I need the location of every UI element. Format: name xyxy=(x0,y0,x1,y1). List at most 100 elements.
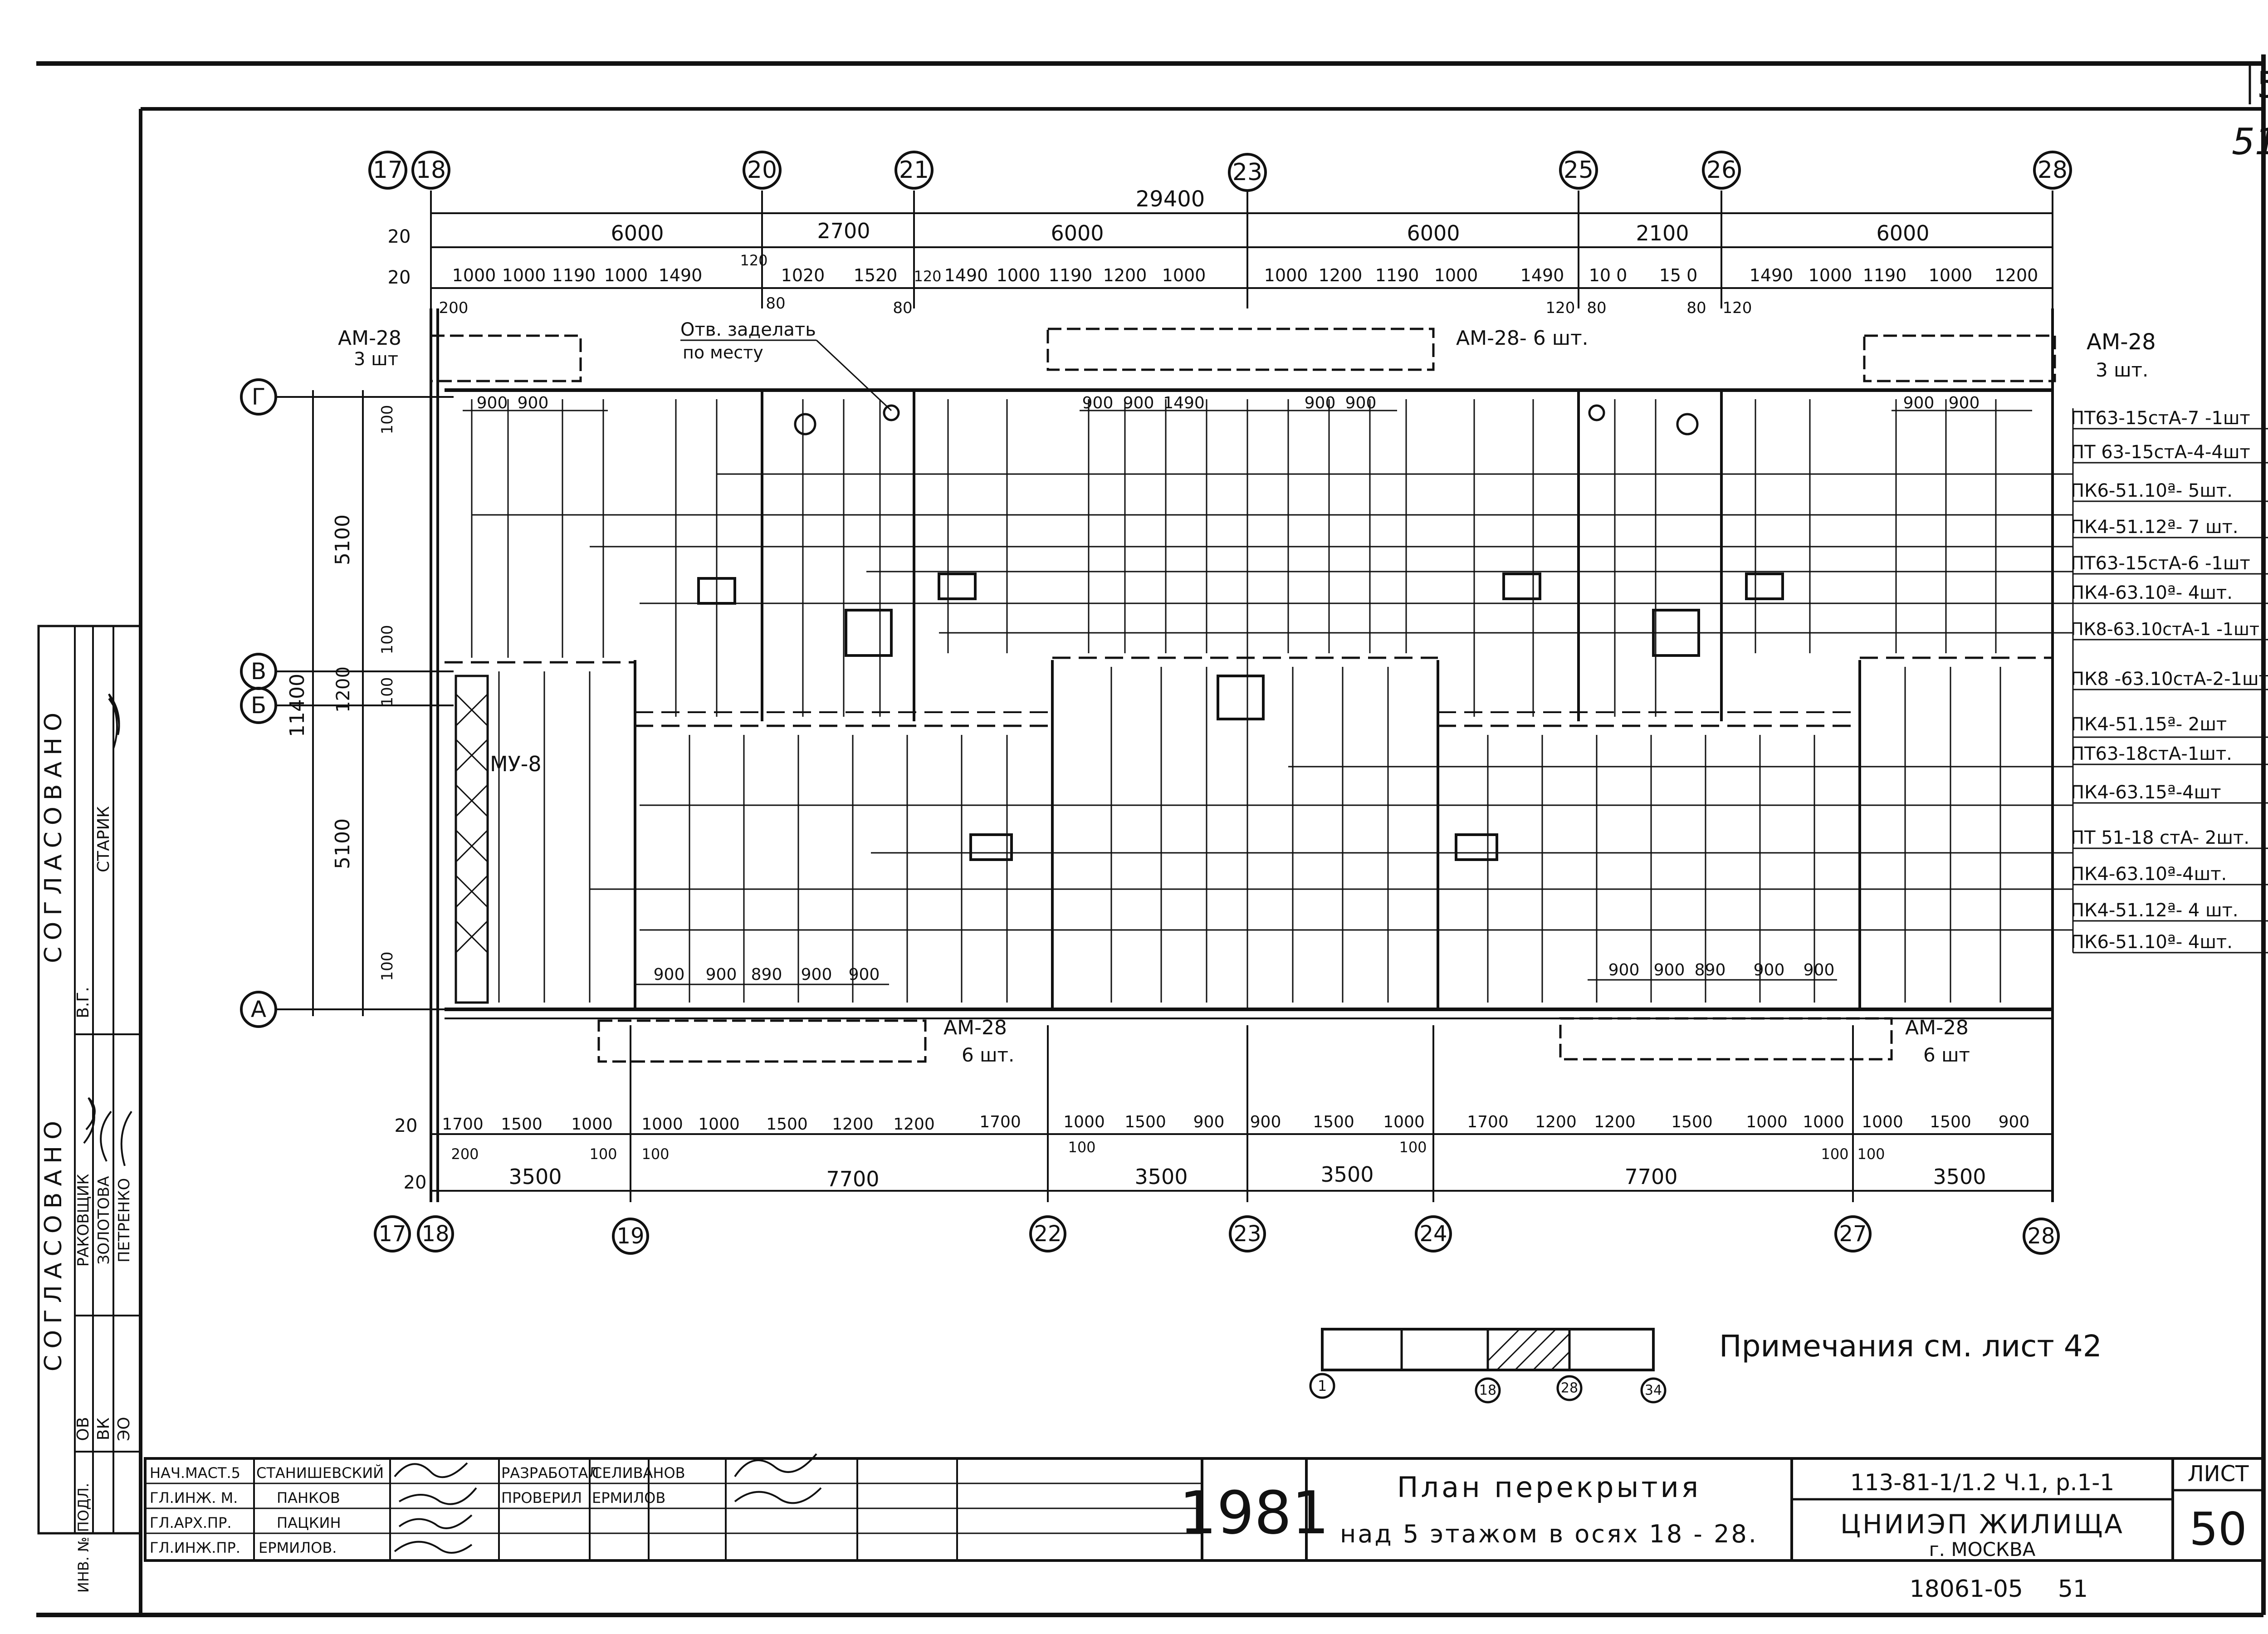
dimension-bay: 2700 xyxy=(817,219,870,243)
sheet-label: ЛИСТ xyxy=(2188,1461,2249,1487)
drawing-code: 113-81-1/1.2 Ч.1, р.1-1 xyxy=(1850,1469,2114,1496)
dimension-left-span: 5100 xyxy=(331,818,354,869)
gap-dimension: 900 xyxy=(801,965,832,984)
axis-label: А xyxy=(251,996,266,1022)
dimension-left-small: 100 xyxy=(378,625,396,655)
dimension-sub: 100 xyxy=(1068,1139,1095,1156)
schedule-item: ПК4-51.15ª- 2шт xyxy=(2071,714,2227,735)
archive-page: 51 xyxy=(2058,1575,2088,1603)
gap-dimension: 900 xyxy=(1903,394,1935,412)
role-name: ПАНКОВ xyxy=(277,1489,340,1507)
dimension-detail: 1000 xyxy=(1746,1113,1788,1131)
schedule-item: ПТ63-18стА-1шт. xyxy=(2071,744,2232,764)
key-plan-marker: 34 xyxy=(1645,1383,1662,1399)
mu-hatch xyxy=(455,675,489,1004)
dimension-detail: 1000 xyxy=(1809,265,1853,285)
opening-note: по месту xyxy=(683,342,763,362)
dimension-bay: 3500 xyxy=(1134,1164,1188,1189)
dimension-sub: 100 xyxy=(1821,1145,1848,1163)
schedule-item: ПК6-51.10ª- 4шт. xyxy=(2071,932,2233,953)
axis-label: Г xyxy=(252,384,266,410)
archive-stamp: 18061-05 xyxy=(1910,1575,2023,1603)
dimension-detail: 1190 xyxy=(1863,265,1907,285)
gap-dimension: 900 xyxy=(1608,961,1640,979)
dimension-edge: 20 xyxy=(395,1115,418,1136)
axis-label: 17 xyxy=(378,1221,406,1247)
dimension-left-total: 11400 xyxy=(286,674,309,737)
dimension-bay: 2100 xyxy=(1636,221,1689,245)
checked-name: ЕРМИЛОВ xyxy=(592,1489,665,1507)
stamp-name: РАКОВЩИК xyxy=(74,1174,93,1267)
dimension-sub: 200 xyxy=(451,1145,479,1163)
dimension-bay: 3500 xyxy=(508,1164,562,1189)
dimension-detail: 1000 xyxy=(502,265,546,285)
dimension-left-span: 5100 xyxy=(331,514,354,565)
schedule-item: ПК4-63.15ª-4шт xyxy=(2071,782,2221,803)
gap-dimension: 900 xyxy=(654,965,685,984)
dimension-detail: 1190 xyxy=(552,265,596,285)
gap-dimension: 900 xyxy=(1123,394,1154,412)
dimension-bay: 6000 xyxy=(1051,221,1104,245)
dimension-detail: 1200 xyxy=(1994,265,2038,285)
dimension-bay: 6000 xyxy=(1407,221,1460,245)
lintel-label: АМ-28 xyxy=(338,327,401,350)
gap-dimension: 900 xyxy=(1949,394,1980,412)
dimensions-top xyxy=(430,191,2053,308)
dimension-detail: 1500 xyxy=(1124,1113,1166,1131)
schedule-item: ПК6-51.10ª- 5шт. xyxy=(2071,480,2233,501)
sheet-number: 50 xyxy=(2189,1502,2247,1556)
gap-dimension: 1490 xyxy=(1163,394,1205,412)
dimension-detail: 1200 xyxy=(893,1115,935,1134)
dimension-bay: 3500 xyxy=(1933,1164,1986,1189)
dimension-edge: 20 xyxy=(388,226,411,247)
schedule-item: ПК8-63.10стА-1 -1шт xyxy=(2071,619,2259,639)
key-plan-marker: 28 xyxy=(1561,1380,1578,1396)
dimension-sub: 100 xyxy=(589,1145,617,1163)
axis-label: 26 xyxy=(1706,157,1736,184)
stamp-vg-name: СТАРИК xyxy=(94,806,113,872)
axis-label: 24 xyxy=(1419,1221,1447,1247)
lintel-qty: 3 шт xyxy=(354,349,398,370)
key-plan-marker: 1 xyxy=(1318,1377,1327,1394)
axis-label: Б xyxy=(251,692,266,719)
dimension-detail: 900 xyxy=(1250,1113,1281,1131)
title-block xyxy=(144,1457,2265,1562)
schedule-item: ПТ63-15стА-7 -1шт xyxy=(2071,408,2250,429)
role-label: ГЛ.АРХ.ПР. xyxy=(150,1514,232,1531)
schedule-item: ПК8 -63.10стА-2-1шт xyxy=(2071,669,2268,690)
dimension-detail: 1190 xyxy=(1049,265,1093,285)
plan-walls xyxy=(430,308,2054,1202)
lintel-label: АМ-28 xyxy=(943,1016,1007,1039)
dimension-detail: 1700 xyxy=(442,1115,484,1134)
schedule-item: ПТ 51-18 стА- 2шт. xyxy=(2071,827,2249,848)
dimension-bay: 3500 xyxy=(1320,1162,1374,1187)
axis-bubbles-rows: Г В Б А xyxy=(240,378,454,1028)
lintel-label: АМ-28- 6 шт. xyxy=(1456,327,1589,350)
dimension-detail: 1000 xyxy=(1434,265,1478,285)
dimension-detail: 1490 xyxy=(1520,265,1564,285)
gap-dimension: 900 xyxy=(1754,961,1785,979)
axis-label: 20 xyxy=(747,157,777,184)
slab-joints xyxy=(471,399,2001,1009)
lintel-label: АМ-28 xyxy=(2087,329,2156,355)
dimension-detail: 1000 xyxy=(641,1115,683,1134)
notes-reference: Примечания см. лист 42 xyxy=(1719,1329,2102,1364)
slab-schedule xyxy=(2073,428,2268,954)
dimension-bay: 7700 xyxy=(826,1167,879,1191)
lintel-qty: 6 шт xyxy=(1923,1044,1970,1066)
stamp-title: СОГЛАСОВАНО xyxy=(40,1115,67,1371)
dimension-detail: 1000 xyxy=(1063,1113,1105,1131)
dimension-sub: 120 xyxy=(1723,299,1752,317)
key-plan-marker: 18 xyxy=(1479,1383,1496,1399)
dimension-detail: 1200 xyxy=(1535,1113,1577,1131)
opening-note: Отв. заделать xyxy=(680,319,816,340)
axis-label: 17 xyxy=(373,157,403,184)
leader-lines xyxy=(472,408,2074,953)
developed-label: РАЗРАБОТАЛ xyxy=(501,1464,599,1482)
dimensions-bottom xyxy=(430,1025,2053,1202)
dimension-detail: 1200 xyxy=(1594,1113,1636,1131)
gap-dimension: 900 xyxy=(706,965,737,984)
dimension-detail: 1000 xyxy=(452,265,496,285)
schedule-item: ПК4-51.12ª- 4 шт. xyxy=(2071,900,2239,921)
